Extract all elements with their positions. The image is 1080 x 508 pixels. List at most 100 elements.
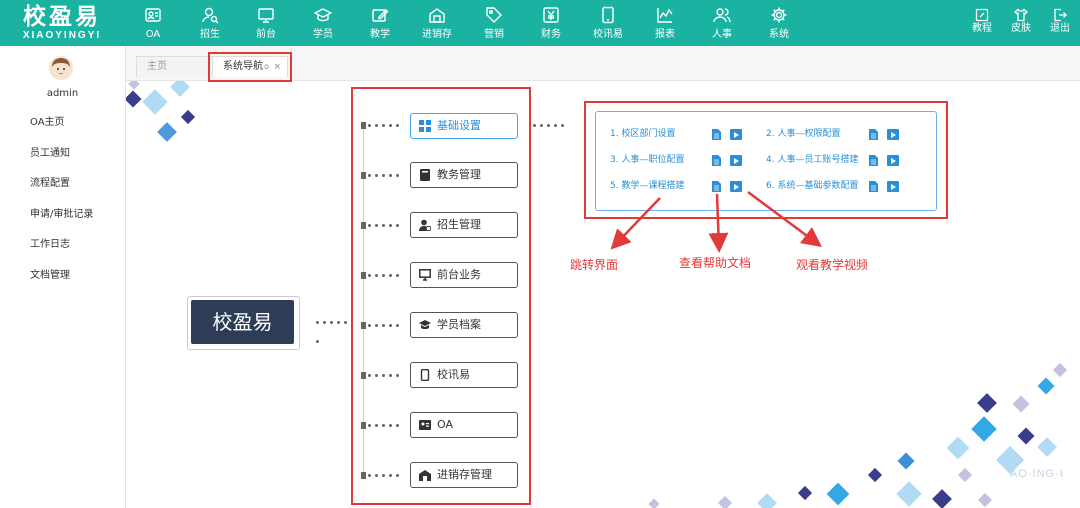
video-play-icon[interactable]	[887, 129, 899, 140]
user-search-icon	[202, 7, 219, 24]
nav-students[interactable]: 学员	[298, 0, 348, 46]
module-label: 前台业务	[437, 268, 481, 281]
guide-link[interactable]: 3. 人事—职位配置	[610, 155, 685, 165]
video-play-icon[interactable]	[730, 155, 742, 166]
users-icon	[713, 8, 731, 23]
sidebar-item-workflow-config[interactable]: 流程配置	[30, 178, 70, 189]
nav-marketing[interactable]: 营销	[469, 0, 519, 46]
annotation-video: 观看教学视频	[796, 258, 869, 272]
module-academic-management[interactable]: 教务管理	[410, 162, 518, 188]
help-doc-icon[interactable]	[712, 129, 721, 140]
nav-finance[interactable]: 财务	[526, 0, 576, 46]
help-doc-icon[interactable]	[712, 155, 721, 166]
nav-label: 学员	[313, 29, 333, 40]
help-doc-icon[interactable]	[869, 155, 878, 166]
connector-dots	[368, 374, 408, 378]
help-doc-icon[interactable]	[869, 181, 878, 192]
nav-label: 进销存	[422, 29, 452, 40]
video-play-icon[interactable]	[887, 181, 899, 192]
nav-campus-messaging[interactable]: 校讯易	[583, 0, 633, 46]
connector-bullet	[361, 422, 366, 429]
help-doc-icon[interactable]	[869, 129, 878, 140]
monitor-icon	[419, 269, 431, 281]
video-play-icon[interactable]	[730, 181, 742, 192]
tree-connector-line	[363, 128, 364, 476]
nav-label: 报表	[655, 29, 675, 40]
sidebar-item-oa-home[interactable]: OA主页	[30, 117, 65, 128]
phone-icon	[420, 369, 430, 381]
graduation-cap-icon	[419, 320, 431, 330]
video-play-icon[interactable]	[730, 129, 742, 140]
username: admin	[46, 88, 79, 99]
module-front-desk[interactable]: 前台业务	[410, 262, 518, 288]
video-play-icon[interactable]	[887, 155, 899, 166]
sidebar-item-document-management[interactable]: 文档管理	[30, 270, 70, 281]
guide-link[interactable]: 2. 人事—权限配置	[766, 129, 841, 139]
module-label: 校讯易	[437, 368, 470, 381]
connector-bullet	[361, 272, 366, 279]
mindmap-root-label: 校盈易	[191, 300, 294, 344]
guide-link[interactable]: 6. 系统—基础参数配置	[766, 181, 859, 191]
guide-link[interactable]: 1. 校区部门设置	[610, 129, 676, 139]
connector-bullet	[361, 122, 366, 129]
module-label: 教务管理	[437, 168, 481, 181]
tutorial-button[interactable]: 教程	[964, 0, 1000, 46]
edit-board-icon	[372, 9, 389, 22]
tool-label: 退出	[1050, 23, 1070, 34]
app-logo[interactable]: 校盈易 XIAOYINGYI	[12, 4, 112, 44]
mindmap-root[interactable]: 校盈易	[187, 296, 300, 350]
logout-button[interactable]: 退出	[1042, 0, 1078, 46]
nav-label: 人事	[712, 29, 732, 40]
module-campus-messaging[interactable]: 校讯易	[410, 362, 518, 388]
nav-oa[interactable]: OA	[128, 0, 178, 46]
module-enrollment-management[interactable]: 招生管理	[410, 212, 518, 238]
annotation-help-doc: 查看帮助文档	[679, 256, 752, 270]
user-add-icon	[419, 219, 431, 231]
tool-label: 教程	[972, 23, 992, 34]
connector-dots	[368, 124, 408, 128]
connector-dots	[368, 424, 408, 428]
nav-inventory[interactable]: 进销存	[412, 0, 462, 46]
sidebar-item-approval-records[interactable]: 申请/审批记录	[30, 209, 94, 220]
sidebar-item-staff-notice[interactable]: 员工通知	[30, 148, 70, 159]
gear-icon	[771, 7, 787, 23]
tab-system-navigation[interactable]: 系统导航 o ×	[212, 56, 288, 77]
top-nav-bar: 校盈易 XIAOYINGYI OA 招生 前台 学员 教学 进销存	[0, 0, 1080, 46]
nav-reports[interactable]: 报表	[640, 0, 690, 46]
module-oa[interactable]: OA	[410, 412, 518, 438]
arrow-video	[747, 190, 823, 247]
watermark: AO·ING·I	[1010, 468, 1064, 480]
help-doc-icon[interactable]	[712, 181, 721, 192]
tag-icon	[486, 7, 502, 23]
guide-link[interactable]: 5. 教学—课程搭建	[610, 181, 685, 191]
refresh-icon[interactable]: o	[264, 62, 269, 71]
nav-front-desk[interactable]: 前台	[241, 0, 291, 46]
module-inventory-management[interactable]: 进销存管理	[410, 462, 518, 488]
guide-link[interactable]: 4. 人事—员工账号搭建	[766, 155, 859, 165]
grid-icon	[419, 120, 431, 132]
connector-bullet	[361, 372, 366, 379]
highlight-box-guide	[584, 101, 948, 219]
close-icon[interactable]: ×	[273, 62, 281, 72]
connector-bullet	[361, 172, 366, 179]
connector-bullet	[361, 472, 366, 479]
logo-chinese: 校盈易	[23, 3, 101, 30]
logout-icon	[1054, 8, 1067, 22]
connector-dots	[368, 474, 408, 478]
sidebar-item-work-log[interactable]: 工作日志	[30, 239, 70, 250]
module-basic-settings[interactable]: 基础设置	[410, 113, 518, 139]
module-student-records[interactable]: 学员档案	[410, 312, 518, 338]
nav-system[interactable]: 系统	[754, 0, 804, 46]
nav-label: 招生	[200, 29, 220, 40]
nav-teaching[interactable]: 教学	[355, 0, 405, 46]
warehouse-icon	[429, 8, 445, 23]
connector-dots	[368, 274, 408, 278]
nav-hr[interactable]: 人事	[697, 0, 747, 46]
avatar[interactable]	[49, 56, 73, 80]
module-label: 学员档案	[437, 318, 481, 331]
yen-icon	[543, 7, 559, 23]
skin-button[interactable]: 皮肤	[1003, 0, 1039, 46]
phone-icon	[602, 6, 614, 24]
nav-enrollment[interactable]: 招生	[185, 0, 235, 46]
